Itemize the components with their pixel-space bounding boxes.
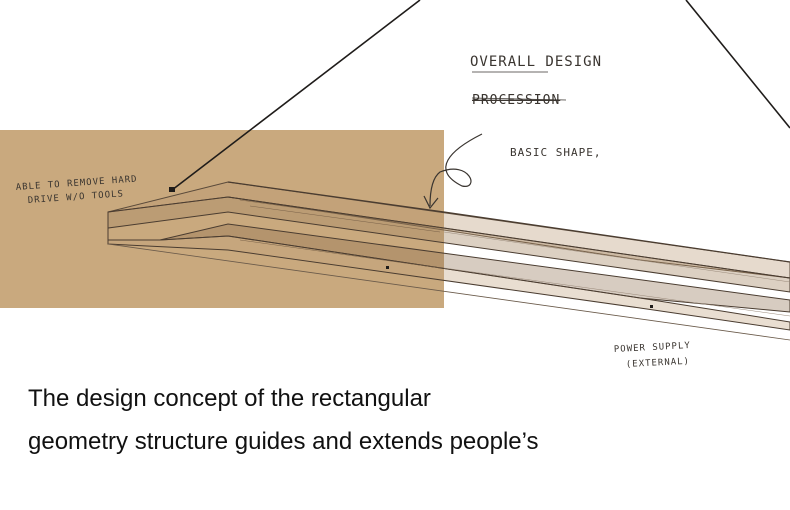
caption-line-2: geometry structure guides and extends pe… [28, 428, 539, 455]
note-basic-shape: BASIC SHAPE, [510, 146, 601, 159]
note-power-line2: (EXTERNAL) [626, 357, 691, 370]
lamp-frame [107, 181, 790, 341]
caption-line-1: The design concept of the rectangular [28, 385, 431, 412]
annotation-arrow [429, 133, 483, 207]
arrow-head [423, 195, 439, 210]
lamp-sketch-drawing: OVERALL DESIGN PROCESSION BASIC SHAPE, A… [16, 0, 790, 370]
suspension-wire-right [685, 0, 790, 129]
note-title-line1: OVERALL DESIGN [470, 54, 602, 70]
note-title-line2: PROCESSION [472, 93, 560, 108]
note-remove-line2: DRIVE W/O TOOLS [28, 189, 125, 206]
note-power-line1: POWER SUPPLY [614, 341, 691, 355]
title-strike [471, 97, 567, 101]
suspension-wire-left [171, 0, 421, 191]
wire-connector [169, 187, 175, 192]
